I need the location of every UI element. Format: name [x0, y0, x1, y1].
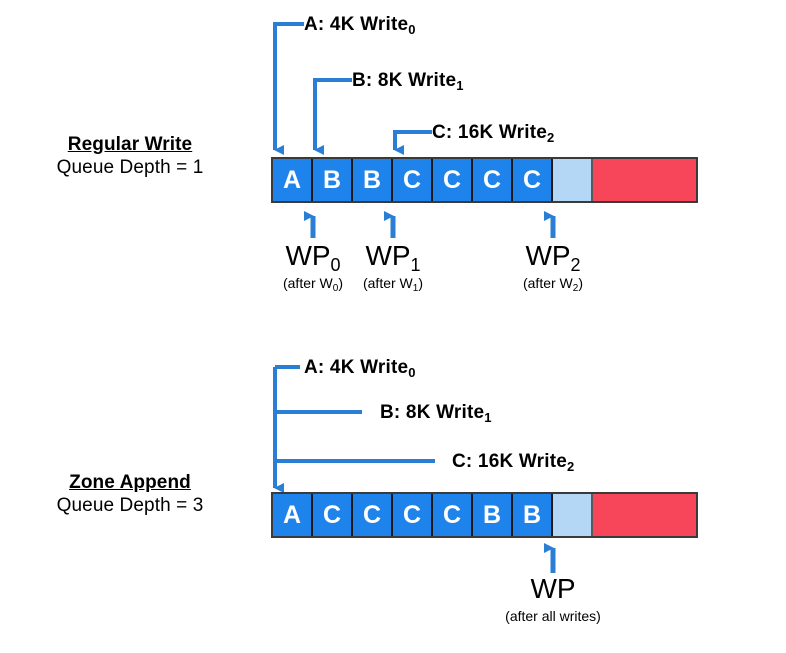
- zone-append-label-a: A: 4K Write0: [304, 357, 416, 380]
- regular-write-zone-bar: A B B C C C C: [271, 157, 698, 203]
- zone-append-label-a-text: A: 4K Write: [304, 357, 409, 378]
- regular-write-label-c-text: C: 16K Write: [432, 122, 548, 143]
- zone-append-label-b: B: 8K Write1: [380, 402, 492, 425]
- zone-free-space: [593, 159, 696, 201]
- wp-small-prefix: (after all writes): [505, 608, 601, 624]
- regular-write-label-b-text: B: 8K Write: [352, 70, 457, 91]
- zone-cell: C: [393, 159, 433, 201]
- regular-write-label-a: A: 4K Write0: [304, 14, 416, 37]
- wp1-label-small: (after W1): [333, 275, 453, 294]
- wp0-label-big: WP0: [253, 240, 373, 275]
- regular-write-label-a-text: A: 4K Write: [304, 14, 409, 35]
- zone-cell: B: [313, 159, 353, 201]
- zone-append-label-c-sub: 2: [567, 459, 575, 474]
- regular-write-label-c-sub: 2: [547, 130, 555, 145]
- wp0-text: WP: [285, 240, 331, 271]
- wp2-small-sub: 2: [572, 283, 579, 294]
- wp0-label-small: (after W0): [253, 275, 373, 294]
- zone-cell: B: [353, 159, 393, 201]
- wp-text: WP: [530, 573, 576, 604]
- zone-cell: A: [273, 494, 313, 536]
- zone-cell: C: [433, 494, 473, 536]
- zone-cell: C: [433, 159, 473, 201]
- zone-cell-write-pointer: [553, 159, 593, 201]
- wp-label: WP (after all writes): [473, 573, 633, 627]
- zone-append-label-c: C: 16K Write2: [452, 451, 575, 474]
- regular-write-subtitle: Queue Depth = 1: [56, 157, 204, 178]
- regular-write-connector-c: [393, 130, 432, 155]
- zone-cell: C: [513, 159, 553, 201]
- wp1-label: WP1 (after W1): [333, 240, 453, 294]
- wp1-sub: 1: [410, 255, 421, 275]
- zone-cell: A: [273, 159, 313, 201]
- wp2-label: WP2 (after W2): [493, 240, 613, 294]
- zone-append-title: Zone Append: [69, 472, 191, 493]
- wp1-label-big: WP1: [333, 240, 453, 275]
- wp0-sub: 0: [330, 255, 341, 275]
- wp2-label-small: (after W2): [493, 275, 613, 294]
- wp0-small-prefix: (after W: [282, 275, 333, 291]
- wp1-text: WP: [365, 240, 411, 271]
- zone-cell: C: [473, 159, 513, 201]
- regular-write-label-b-sub: 1: [456, 78, 464, 93]
- regular-write-connector-b: [313, 78, 352, 155]
- zone-free-space: [593, 494, 696, 536]
- zone-cell: B: [473, 494, 513, 536]
- zone-append-zone-bar: A C C C C B B: [271, 492, 698, 538]
- wp-label-small: (after all writes): [473, 608, 633, 627]
- wp1-small-prefix: (after W: [362, 275, 413, 291]
- zone-append-caption: Zone Append Queue Depth = 3: [10, 472, 250, 517]
- zone-cell-write-pointer: [553, 494, 593, 536]
- regular-write-label-c: C: 16K Write2: [432, 122, 555, 145]
- wp0-label: WP0 (after W0): [253, 240, 373, 294]
- wp1-small-suffix: ): [418, 275, 423, 291]
- wp2-label-big: WP2: [493, 240, 613, 275]
- zone-append-label-b-text: B: 8K Write: [380, 402, 485, 423]
- zone-cell: C: [393, 494, 433, 536]
- regular-write-label-b: B: 8K Write1: [352, 70, 464, 93]
- wp1-small-sub: 1: [412, 283, 419, 294]
- wp2-text: WP: [525, 240, 571, 271]
- regular-write-label-a-sub: 0: [408, 22, 416, 37]
- regular-write-caption: Regular Write Queue Depth = 1: [10, 134, 250, 179]
- zone-append-label-b-sub: 1: [484, 410, 492, 425]
- wp-label-big: WP: [473, 573, 633, 608]
- zone-append-label-c-text: C: 16K Write: [452, 451, 568, 472]
- zone-cell: C: [313, 494, 353, 536]
- zone-append-subtitle: Queue Depth = 3: [56, 495, 204, 516]
- wp0-small-sub: 0: [332, 283, 339, 294]
- zone-append-label-a-sub: 0: [408, 365, 416, 380]
- zone-cell: B: [513, 494, 553, 536]
- wp0-small-suffix: ): [338, 275, 343, 291]
- wp2-sub: 2: [570, 255, 581, 275]
- regular-write-connector-a: [273, 22, 304, 155]
- wp2-small-suffix: ): [578, 275, 583, 291]
- zone-cell: C: [353, 494, 393, 536]
- regular-write-title: Regular Write: [67, 134, 193, 155]
- wp2-small-prefix: (after W: [522, 275, 573, 291]
